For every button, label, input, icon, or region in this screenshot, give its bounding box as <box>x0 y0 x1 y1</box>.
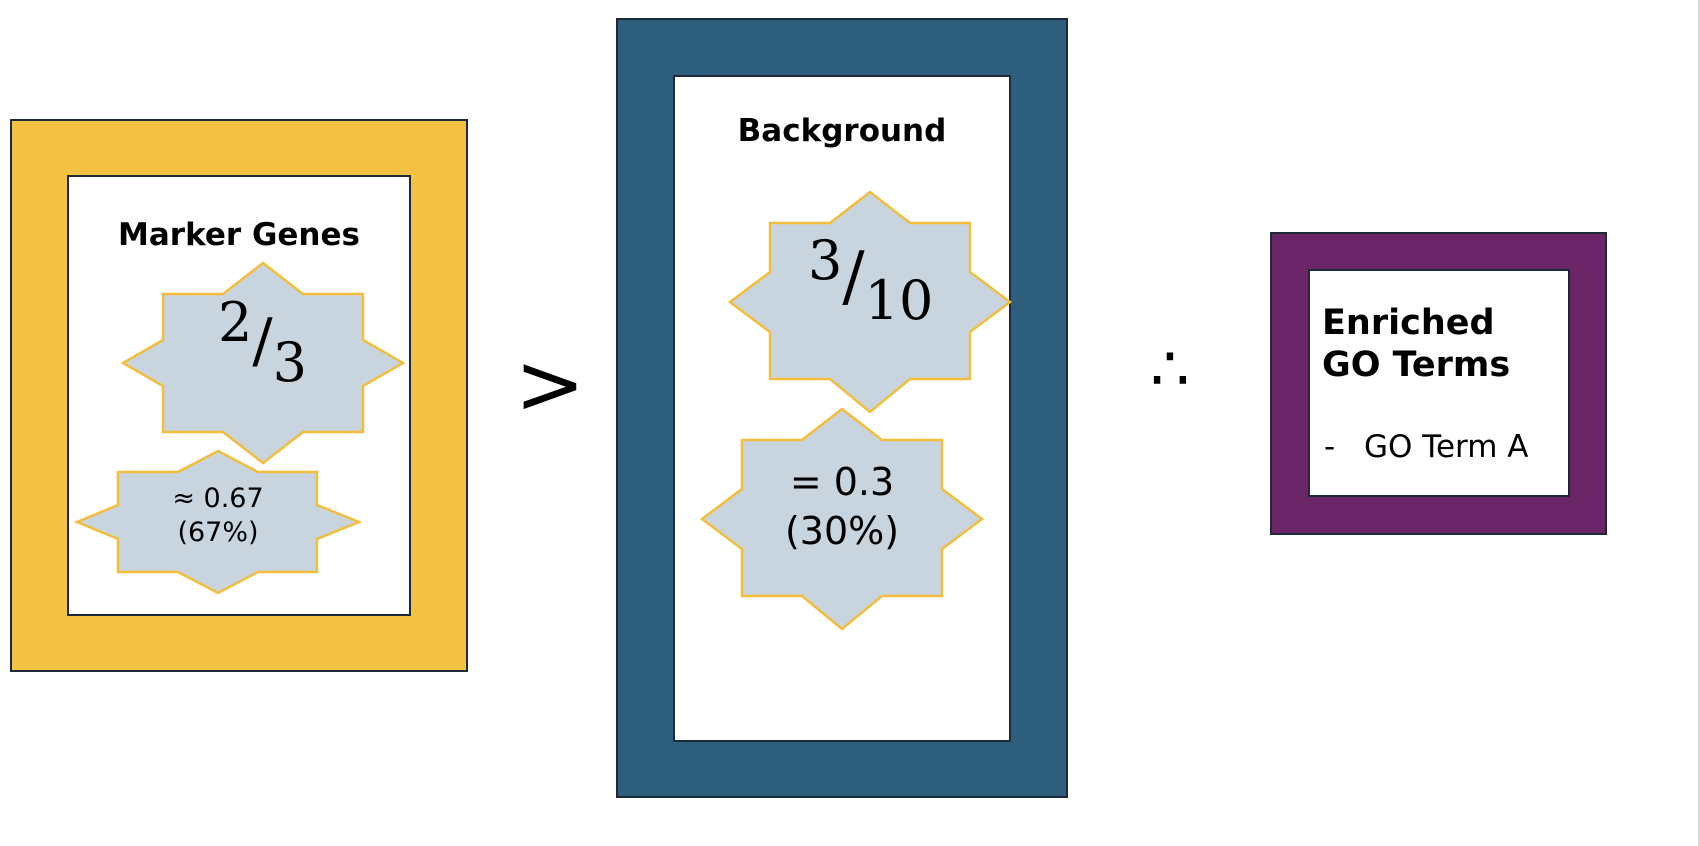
marker-genes-title: Marker Genes <box>118 217 360 253</box>
background-value: = 0.3 (30%) <box>762 458 922 557</box>
background-value-percent: (30%) <box>784 509 900 554</box>
star-burst-icon <box>727 190 1013 414</box>
star-burst-icon <box>120 261 406 465</box>
marker-fraction: 2/3 <box>218 291 307 394</box>
therefore-symbol: ∴ <box>1150 332 1190 405</box>
marker-value-decimal: ≈ 0.67 <box>172 483 264 514</box>
background-numerator: 3 <box>808 229 843 292</box>
greater-than-symbol: > <box>514 335 586 433</box>
background-value-star <box>699 407 985 631</box>
go-terms-panel: Enriched GO Terms -GO Term A <box>1308 269 1570 497</box>
marker-value-percent: (67%) <box>177 516 259 548</box>
go-term-list-item: -GO Term A <box>1324 429 1528 465</box>
go-term-label: GO Term A <box>1364 429 1529 465</box>
background-denominator: 10 <box>864 269 934 332</box>
background-title: Background <box>737 113 947 149</box>
go-term-bullet: - <box>1324 429 1336 465</box>
go-terms-title-line1: Enriched <box>1322 303 1495 343</box>
go-terms-title: Enriched GO Terms <box>1322 302 1510 386</box>
page-edge-rule <box>1698 0 1700 846</box>
marker-fraction-star <box>120 261 406 465</box>
background-fraction: 3/10 <box>808 229 933 332</box>
background-fraction-star <box>727 190 1013 414</box>
marker-value: ≈ 0.67 (67%) <box>138 482 298 550</box>
background-fraction-slash: / <box>842 238 865 315</box>
go-terms-title-line2: GO Terms <box>1322 345 1511 385</box>
star-burst-icon <box>699 407 985 631</box>
marker-fraction-slash: / <box>252 306 273 376</box>
background-value-decimal: = 0.3 <box>789 460 895 504</box>
star-burst-icon <box>73 449 363 595</box>
marker-numerator: 2 <box>218 291 253 354</box>
marker-value-star <box>73 449 363 595</box>
marker-denominator: 3 <box>272 331 307 394</box>
